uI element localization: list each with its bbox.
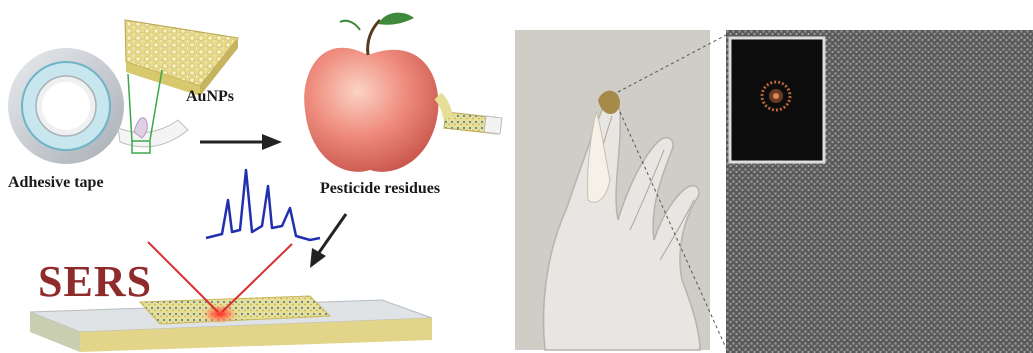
sers-label: SERS [38, 256, 152, 307]
arrow-right-icon [200, 134, 282, 150]
tape-strip-icon [438, 96, 502, 134]
pesticide-residues-label: Pesticide residues [320, 180, 440, 198]
aunps-label: AuNPs [186, 88, 234, 106]
apple-icon [278, 13, 438, 172]
optical-inset [730, 38, 824, 162]
photo-glove-hand [515, 30, 728, 350]
adhesive-tape-label: Adhesive tape [8, 174, 104, 192]
arrow-down-left-icon [310, 214, 346, 268]
raman-spectrum-icon [206, 170, 320, 240]
